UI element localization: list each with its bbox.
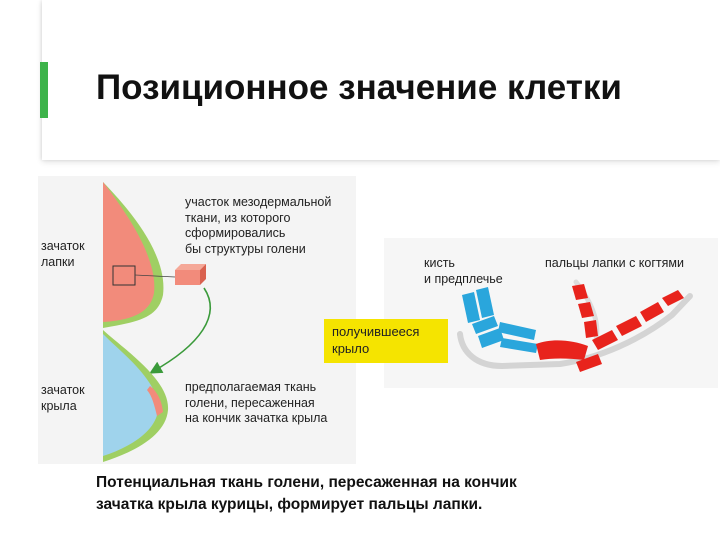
figure-caption: Потенциальная ткань голени, пересаженная… <box>96 474 517 513</box>
wing-bud-shape <box>103 330 169 462</box>
leg-bud-label: зачаток лапки <box>41 239 85 269</box>
leg-digit-bones <box>536 284 684 372</box>
page-title: Позиционное значение клетки <box>96 68 622 107</box>
tissue-cube <box>175 264 206 285</box>
result-wing-badge: получившееся крыло <box>324 319 448 363</box>
cube-connector <box>134 274 176 278</box>
header-panel <box>42 0 720 160</box>
mesoderm-note: участок мезодермальной ткани, из которог… <box>185 195 332 256</box>
hand-forearm-label: кисть и предплечье <box>424 256 503 286</box>
transplant-arrow <box>149 287 212 374</box>
figure-background <box>38 176 356 464</box>
graft-note: предполагаемая ткань голени, пересаженна… <box>185 380 328 425</box>
claw-digits-label: пальцы лапки с когтями <box>545 256 684 270</box>
wing-outline <box>457 293 693 370</box>
wing-bud-label: зачаток крыла <box>41 383 85 413</box>
leg-bud-shape <box>103 182 164 328</box>
title-accent-bar <box>40 62 48 118</box>
wing-bones <box>462 287 538 353</box>
